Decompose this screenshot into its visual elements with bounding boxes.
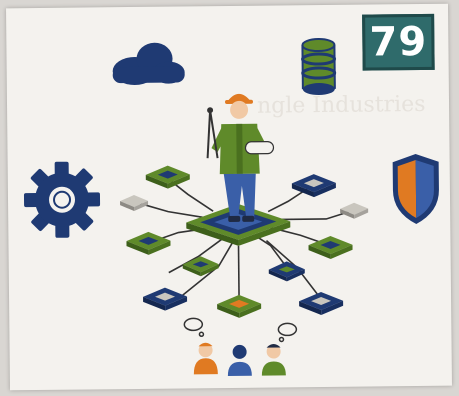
book-page: ngle Industries 79 — [6, 3, 452, 391]
person-blue-icon — [227, 344, 252, 377]
chip-node — [143, 287, 188, 311]
chip-node — [182, 256, 219, 277]
person-orange-icon — [193, 342, 218, 375]
person-green-icon — [261, 344, 286, 376]
chip-node — [268, 261, 305, 282]
chip-node — [340, 202, 369, 219]
chip-node — [217, 294, 262, 318]
cloud-icon — [112, 42, 185, 85]
chip-node — [308, 235, 353, 259]
chip-node — [120, 194, 149, 211]
chip-node — [145, 165, 190, 189]
shield-icon — [392, 154, 439, 225]
engineer-figure — [206, 93, 275, 222]
database-icon — [301, 38, 337, 96]
chip-node — [291, 174, 336, 198]
people-group-icon — [183, 317, 298, 377]
speech-bubble-icon — [183, 317, 298, 343]
illustration — [23, 38, 439, 377]
gear-icon — [23, 161, 101, 238]
chip-node — [299, 292, 344, 316]
chip-nodes — [120, 165, 369, 318]
chip-node — [126, 231, 171, 255]
